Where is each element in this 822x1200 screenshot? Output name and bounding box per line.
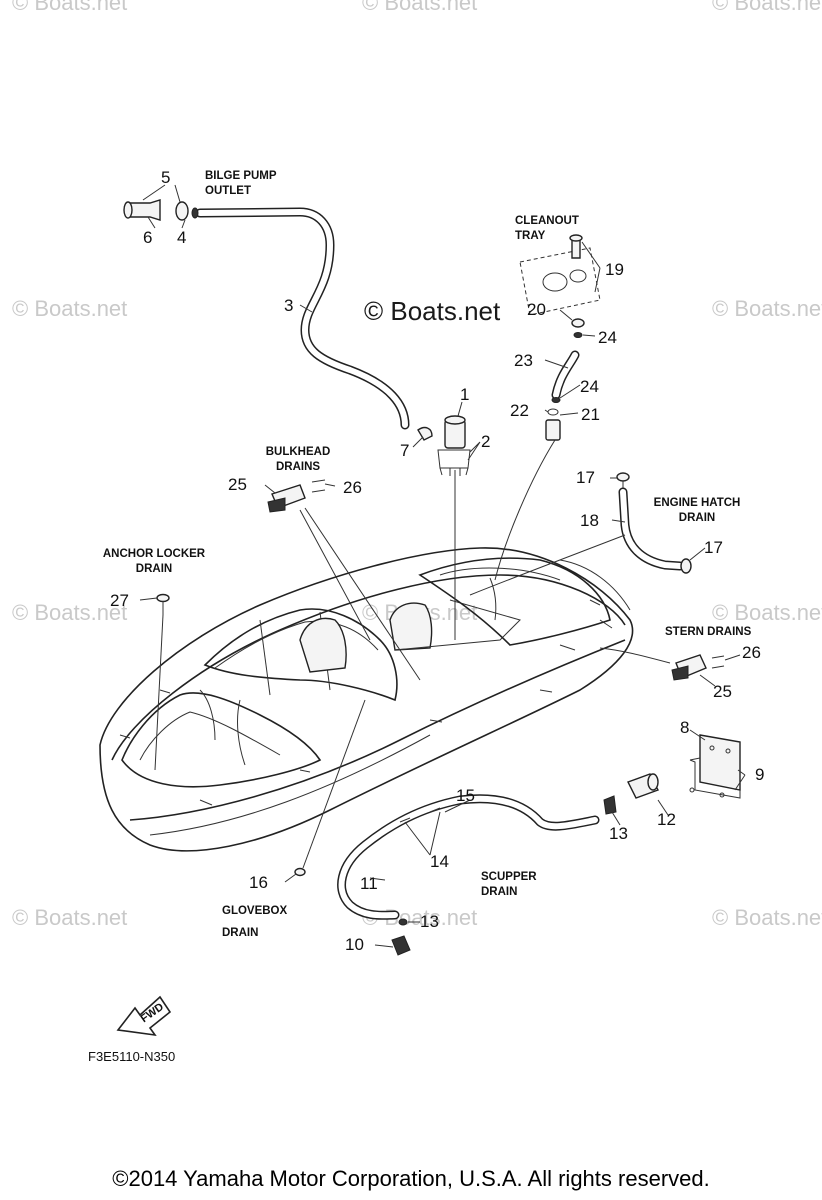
watermark-mid-right: © Boats.net	[712, 296, 822, 321]
callout-26b: 26	[742, 643, 761, 662]
boat-hull	[99, 547, 634, 852]
callout-18: 18	[580, 511, 599, 530]
bilge-pump	[417, 415, 471, 476]
callout-6: 6	[143, 228, 153, 247]
callout-13a: 13	[609, 824, 628, 843]
label-engine-hatch-drain-line2: DRAIN	[678, 512, 716, 524]
callout-14: 14	[430, 852, 449, 871]
callout-5: 5	[161, 168, 171, 187]
label-engine-hatch-drain-line1: ENGINE HATCH	[653, 497, 741, 509]
callout-11: 11	[360, 874, 378, 893]
callout-27: 27	[110, 591, 129, 610]
callout-9: 9	[755, 765, 765, 784]
label-anchor-locker-drain: ANCHOR LOCKER DRAIN	[94, 547, 214, 577]
label-bilge-pump-outlet: BILGE PUMP OUTLET	[205, 169, 277, 199]
callout-8: 8	[680, 718, 690, 737]
leader-lines	[139, 184, 746, 948]
callout-1: 1	[460, 385, 470, 404]
callout-26a: 26	[343, 478, 362, 497]
label-stern-drains: STERN DRAINS	[665, 626, 752, 638]
watermark-row3-right: © Boats.net	[712, 600, 822, 625]
callout-24b: 24	[580, 377, 599, 396]
watermark-mid-left: © Boats.net	[12, 296, 128, 321]
engine-hatch-drain	[616, 472, 692, 574]
label-bilge-pump-outlet-line2: OUTLET	[205, 185, 251, 197]
label-glovebox-drain-line2: DRAIN	[222, 927, 259, 939]
cleanout-tray	[519, 234, 601, 441]
callout-23: 23	[514, 351, 533, 370]
callout-17a: 17	[576, 468, 595, 487]
callout-17b: 17	[704, 538, 723, 557]
label-engine-hatch-drain: ENGINE HATCH DRAIN	[642, 496, 752, 526]
callout-19: 19	[605, 260, 624, 279]
watermark-top-right: © Boats.net	[712, 0, 822, 15]
callout-7: 7	[400, 441, 410, 460]
stern-drain	[671, 654, 725, 681]
watermark-center: © Boats.net	[364, 296, 501, 326]
callout-12: 12	[657, 810, 676, 829]
label-bulkhead-drains-line1: BULKHEAD	[265, 446, 331, 458]
callout-4: 4	[177, 228, 187, 247]
label-glovebox-drain: GLOVEBOX DRAIN	[222, 900, 287, 944]
callout-25b: 25	[713, 682, 732, 701]
watermark-top-center: © Boats.net	[362, 0, 478, 15]
label-scupper-drain: SCUPPER DRAIN	[481, 870, 537, 900]
fwd-arrow-shape	[116, 995, 172, 1037]
watermark-row3-left: © Boats.net	[12, 600, 128, 625]
watermark-row4-right: © Boats.net	[712, 905, 822, 930]
callout-16: 16	[249, 873, 268, 892]
callout-24a: 24	[598, 328, 617, 347]
bracket	[689, 734, 741, 799]
callout-2: 2	[481, 432, 491, 451]
copyright-notice: ©2014 Yamaha Motor Corporation, U.S.A. A…	[112, 1166, 710, 1191]
callout-15: 15	[456, 786, 475, 805]
label-anchor-locker-drain-line2: DRAIN	[135, 563, 173, 575]
bilge-pump-hose	[195, 207, 410, 430]
label-cleanout-tray-line2: TRAY	[515, 230, 546, 242]
anchor-locker-drain	[156, 593, 170, 615]
diagram-code: F3E5110-N350	[88, 1049, 176, 1064]
label-anchor-locker-drain-line1: ANCHOR LOCKER	[102, 548, 206, 560]
callout-10: 10	[345, 935, 364, 954]
glovebox-drain	[294, 867, 306, 877]
label-bulkhead-drains-line2: DRAINS	[275, 461, 321, 473]
label-glovebox-drain-line1: GLOVEBOX	[222, 905, 288, 917]
callout-22: 22	[510, 401, 529, 420]
scupper-fitting	[603, 773, 659, 815]
callout-25a: 25	[228, 475, 247, 494]
scupper-hose	[337, 794, 600, 956]
label-cleanout-tray-line1: CLEANOUT	[515, 215, 579, 227]
bulkhead-drain	[267, 479, 326, 513]
callout-3: 3	[284, 296, 294, 315]
hose-clips	[399, 807, 441, 823]
bilge-outlet-fitting	[123, 199, 199, 221]
watermark-top-left: © Boats.net	[12, 0, 128, 15]
label-bulkhead-drains: BULKHEAD DRAINS	[258, 445, 338, 475]
callout-20: 20	[527, 300, 546, 319]
watermark-row4-left: © Boats.net	[12, 905, 128, 930]
label-scupper-drain-line1: SCUPPER	[481, 871, 537, 883]
label-bilge-pump-outlet-line1: BILGE PUMP	[205, 170, 277, 182]
callout-13b: 13	[420, 912, 439, 931]
label-scupper-drain-line2: DRAIN	[481, 886, 518, 898]
callout-21: 21	[581, 405, 600, 424]
label-cleanout-tray: CLEANOUT TRAY	[515, 214, 579, 244]
